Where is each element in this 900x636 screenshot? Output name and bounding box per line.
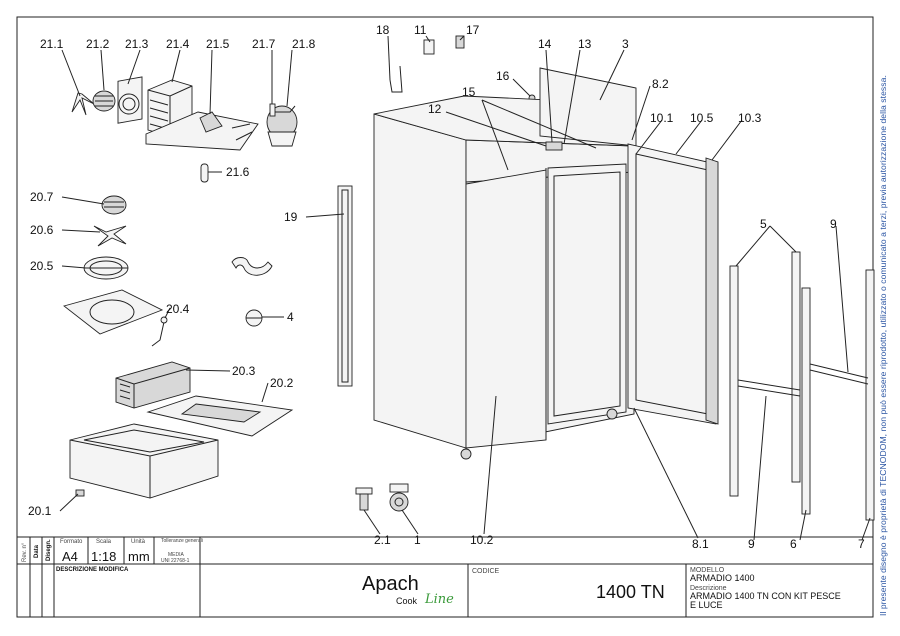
evaporator-cover-20-2: [146, 395, 294, 437]
apach-cookline-logo: Apach Cook Line: [350, 573, 456, 613]
data-label: Data: [34, 544, 40, 558]
caster-2-1: [355, 487, 373, 511]
callout-7: 7: [858, 537, 865, 551]
scala-label: Scala: [96, 539, 112, 545]
rail-5a: [729, 265, 739, 497]
callout-21-7: 21.7: [252, 37, 276, 51]
door-gasket-19: [337, 185, 353, 387]
callout-11: 11: [414, 23, 427, 37]
clip-part-17: [455, 35, 465, 49]
filter-21-7: [269, 103, 276, 117]
fan-motor-20-7: [101, 195, 127, 215]
rail-6: [801, 287, 811, 515]
cabinet-body: [373, 67, 637, 460]
logo-cook: Cook: [396, 596, 418, 606]
modello-value: ARMADIO 1400: [690, 573, 755, 583]
callout-21-1: 21.1: [40, 37, 64, 51]
callout-4: 4: [287, 310, 294, 324]
descrizione-line1: ARMADIO 1400 TN CON KIT PESCE: [690, 591, 841, 601]
callout-12: 12: [428, 102, 442, 116]
callout-20-7: 20.7: [30, 190, 54, 204]
callout-21-6: 21.6: [226, 165, 250, 179]
descrizione-label: Descrizione: [690, 585, 727, 592]
fan-shroud-21-3: [117, 76, 143, 124]
control-panel-14: [545, 141, 563, 151]
fan-blade-20-6: [93, 225, 127, 247]
fan-blade-21-1: [71, 92, 95, 116]
codice-label: CODICE: [472, 568, 500, 575]
tolleranze-line2: UNI 22768-1: [161, 558, 190, 564]
callout-18: 18: [376, 23, 390, 37]
disegn-label: Disegn.: [46, 539, 52, 561]
caster-1: [389, 483, 409, 512]
fan-motor-21-2: [92, 90, 116, 112]
callout-20-4: 20.4: [166, 302, 190, 316]
ownership-note: Il presente disegno è proprietà di TECNO…: [878, 75, 888, 616]
rail-5b: [791, 251, 801, 483]
unita-label: Unità: [131, 539, 146, 545]
formato-label: Formato: [60, 539, 83, 545]
clip-part-11: [423, 39, 435, 55]
callout-9-top: 9: [830, 217, 837, 231]
probe-20-4: [151, 316, 168, 347]
unita-value: mm: [128, 549, 150, 564]
leader-lines: [59, 35, 871, 541]
callout-6: 6: [790, 537, 797, 551]
callout-21-5: 21.5: [206, 37, 230, 51]
callout-2-1: 2.1: [374, 533, 391, 547]
descrizione-modifica-label: DESCRIZIONE MODIFICA: [56, 567, 129, 573]
drain-tray-box: [69, 423, 219, 499]
rev-label: Rev. n°: [22, 542, 28, 562]
callout-8-2: 8.2: [652, 77, 669, 91]
callout-20-1: 20.1: [28, 504, 52, 518]
callout-13: 13: [578, 37, 592, 51]
logo-line-script: Line: [425, 592, 454, 607]
formato-value: A4: [62, 549, 78, 564]
codice-value: 1400 TN: [596, 582, 665, 602]
callout-15: 15: [462, 85, 476, 99]
callout-10-3: 10.3: [738, 111, 762, 125]
base-tray-21-5: [145, 111, 259, 151]
callout-20-3: 20.3: [232, 364, 256, 378]
callout-10-5: 10.5: [690, 111, 714, 125]
callout-5: 5: [760, 217, 767, 231]
evaporator-coil-20-3: [115, 361, 191, 409]
callout-21-8: 21.8: [292, 37, 316, 51]
callout-17: 17: [466, 23, 480, 37]
hinge-part-4: [245, 309, 263, 327]
callout-21-2: 21.2: [86, 37, 110, 51]
modello-label: MODELLO: [690, 567, 725, 574]
rail-7: [865, 269, 875, 521]
tolleranze-label: Tolleranze generali: [161, 538, 203, 544]
callout-20-5: 20.5: [30, 259, 54, 273]
callout-19: 19: [284, 210, 298, 224]
callout-21-3: 21.3: [125, 37, 149, 51]
scala-value: 1:18: [91, 549, 116, 564]
callout-16: 16: [496, 69, 510, 83]
callout-21-4: 21.4: [166, 37, 190, 51]
evaporator-cover-plate: [63, 289, 164, 335]
callout-10-1: 10.1: [650, 111, 674, 125]
callout-3: 3: [622, 37, 629, 51]
callout-9-bottom: 9: [748, 537, 755, 551]
callout-10-2: 10.2: [470, 533, 494, 547]
callout-1: 1: [414, 533, 421, 547]
thermostat-21-6: [200, 163, 209, 183]
open-door-10: [627, 143, 719, 425]
tolleranze-line1: MEDIA: [168, 552, 185, 558]
callout-20-2: 20.2: [270, 376, 294, 390]
logo-brand: Apach: [362, 573, 419, 595]
rack-rods-9: [737, 363, 869, 397]
callout-20-6: 20.6: [30, 223, 54, 237]
screw-20-1: [75, 489, 85, 497]
fan-support-20-5: [83, 256, 129, 280]
wire-part-18: [389, 65, 403, 93]
title-block: Rev. n° Data Disegn. Formato A4 Scala 1:…: [16, 536, 874, 618]
callout-14: 14: [538, 37, 552, 51]
callout-8-1: 8.1: [692, 537, 709, 551]
drain-trap-part: [231, 257, 273, 276]
descrizione-line2: E LUCE: [690, 600, 723, 610]
